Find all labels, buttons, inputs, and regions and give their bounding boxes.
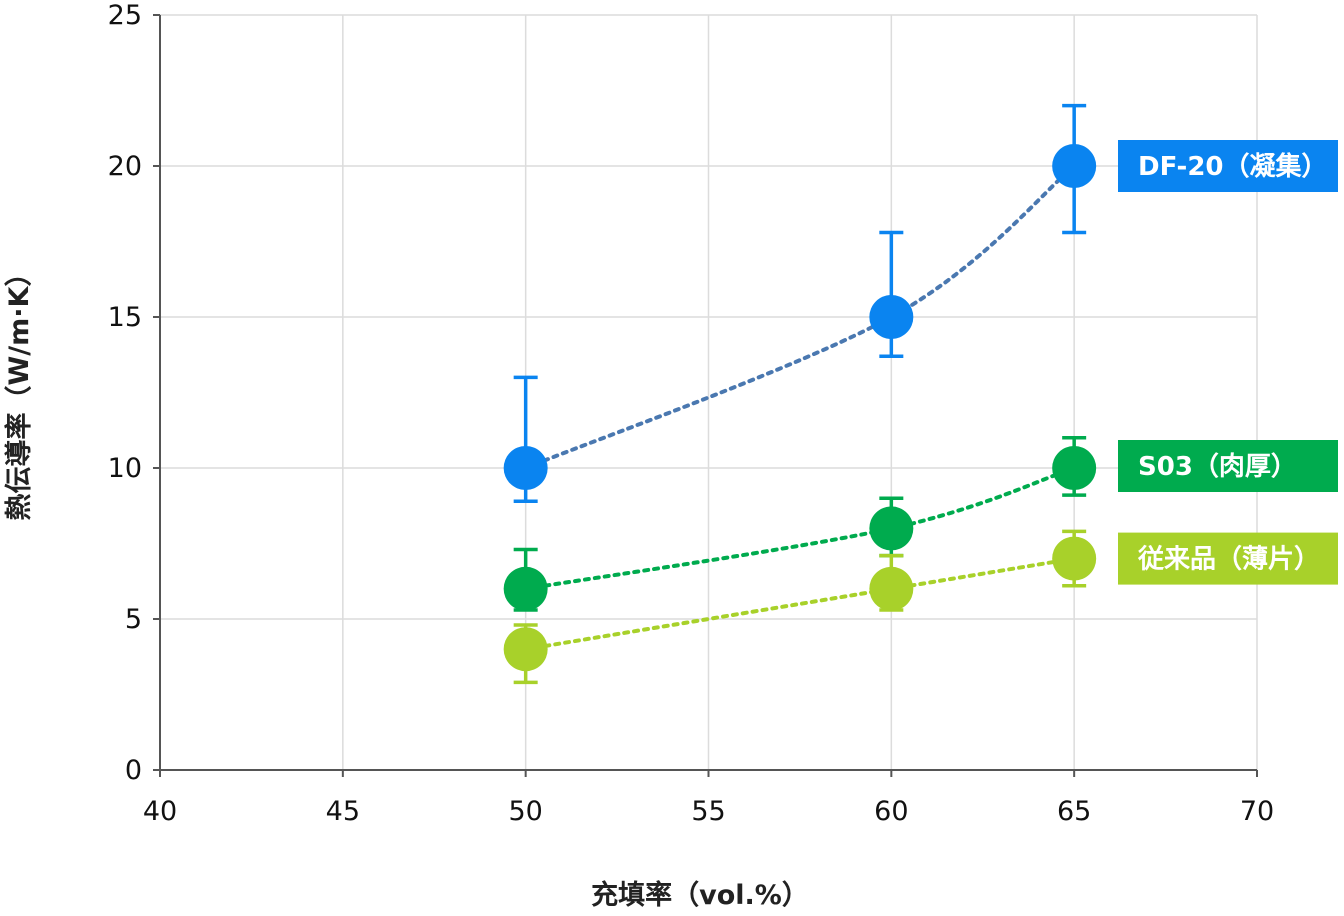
y-tick-label: 5: [125, 604, 142, 635]
legend-swatch: [1118, 140, 1338, 192]
legend-swatch: [1118, 440, 1338, 492]
x-tick-label: 40: [143, 796, 177, 827]
series-line: [523, 466, 1077, 591]
series-lines: [523, 164, 1077, 652]
y-axis-title: 熱伝導率（W/m·K）: [3, 260, 35, 521]
y-tick-label: 0: [125, 755, 142, 786]
data-point: [869, 295, 914, 339]
legend: DF-20（凝集） S03（肉厚） 従来品（薄片）: [1118, 140, 1338, 585]
data-point: [1052, 446, 1097, 490]
x-tick-label: 70: [1240, 796, 1274, 827]
x-axis-title: 充填率（vol.%）: [591, 879, 809, 911]
x-tick-label: 50: [508, 796, 542, 827]
data-point: [869, 566, 914, 611]
x-tick-label: 60: [874, 796, 908, 827]
x-tick-label: 55: [691, 796, 725, 827]
data-points: [503, 144, 1097, 672]
data-point: [1052, 536, 1097, 581]
grid: [160, 14, 1258, 770]
axes: 40 45 50 55 60 65 70 0 5 10 15 20 25: [108, 0, 1275, 827]
series-line: [523, 556, 1077, 652]
data-point: [503, 446, 548, 490]
x-tick-label: 65: [1057, 796, 1091, 827]
data-point: [869, 506, 914, 551]
legend-label: S03（肉厚）: [1138, 452, 1297, 482]
error-bars: [513, 103, 1087, 685]
data-point: [503, 566, 548, 611]
data-point: [1052, 144, 1097, 188]
data-point: [503, 627, 548, 672]
y-tick-label: 20: [108, 151, 142, 182]
y-tick-label: 25: [108, 0, 142, 31]
x-tick-label: 45: [326, 796, 360, 827]
legend-label: DF-20（凝集）: [1138, 151, 1328, 182]
y-tick-label: 10: [108, 453, 142, 484]
legend-swatch: [1118, 532, 1338, 585]
legend-label: 従来品（薄片）: [1137, 545, 1320, 575]
y-tick-label: 15: [108, 302, 142, 333]
